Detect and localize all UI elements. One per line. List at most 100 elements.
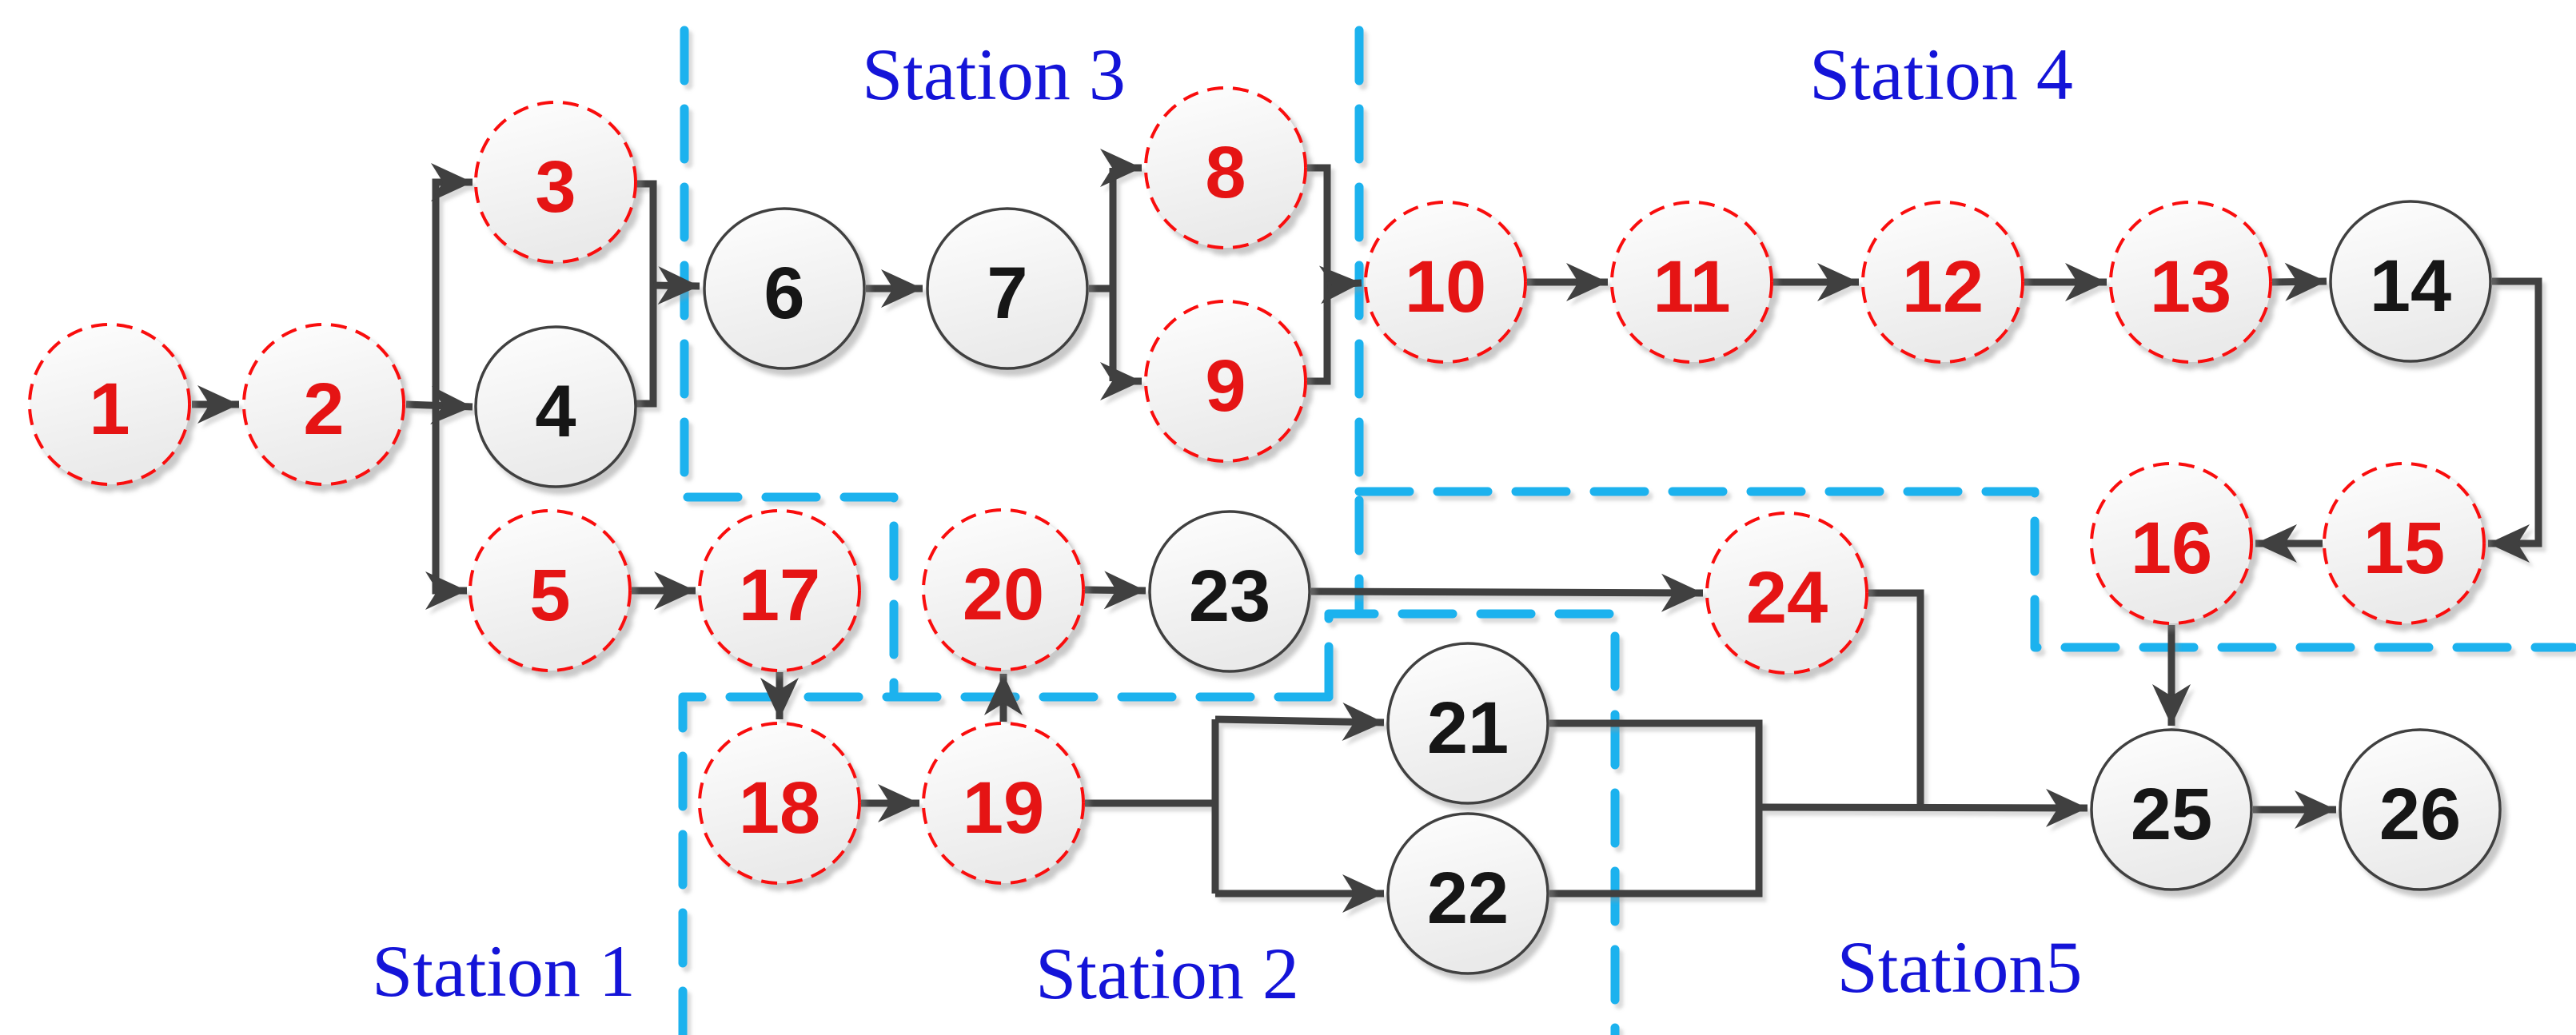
arrowhead-icon [197,385,239,424]
node-circle-2 [242,323,405,486]
arrowhead-icon [1318,265,1362,305]
node-circle-7 [926,207,1089,370]
node-label-15: 15 [2363,508,2445,589]
node-label-19: 19 [963,767,1044,849]
node-4: 4 [474,325,637,488]
node-circle-11 [1610,201,1773,364]
edges [192,149,2542,913]
node-circle-19 [922,722,1085,885]
node-11: 11 [1610,201,1773,364]
arrowhead-icon [1103,571,1146,610]
edge-24-join [1868,589,1924,807]
arrowhead-icon [657,266,700,305]
station-label-3: Station 4 [1809,34,2073,115]
arrowhead-icon [2255,524,2297,563]
node-label-23: 23 [1189,555,1270,637]
node-12: 12 [1861,201,2024,364]
arrowhead-icon [1661,573,1703,612]
node-label-16: 16 [2131,508,2212,589]
node-16: 16 [2090,462,2253,625]
node-1: 1 [28,323,191,486]
arrowhead-icon [2295,790,2336,829]
node-label-18: 18 [739,767,820,849]
node-circle-17 [698,509,861,672]
node-3: 3 [474,101,637,264]
node-label-2: 2 [303,368,344,450]
node-label-21: 21 [1427,687,1509,769]
node-7: 7 [926,207,1089,370]
arrowhead-icon [1100,362,1142,400]
node-circle-10 [1364,201,1527,364]
edge-3-4-bus [632,180,657,408]
arrowhead-icon [1342,703,1384,742]
station-labels: Station 1 Station 2 Station 3 Station 4 Stat… [372,34,2082,1014]
node-label-4: 4 [535,371,576,452]
station-boundary-station1-lower [678,692,1334,1035]
node-label-24: 24 [1746,557,1828,639]
node-circle-18 [698,722,861,885]
node-label-10: 10 [1405,246,1486,328]
station-label-4: Station5 [1837,926,2083,1008]
node-22: 22 [1386,812,1549,975]
node-circle-16 [2090,462,2253,625]
arrowhead-icon [431,163,473,201]
arrowhead-icon [1817,263,1859,301]
arrowhead-icon [1100,149,1142,187]
node-circle-23 [1148,510,1311,673]
node-label-13: 13 [2150,246,2231,328]
station-label-2: Station 3 [862,34,1126,115]
node-17: 17 [698,509,861,672]
node-label-17: 17 [739,555,820,636]
node-circle-24 [1705,512,1868,675]
node-label-5: 5 [529,555,570,636]
arrowhead-icon [2488,524,2530,563]
station-boundary-station1-upper [680,26,899,702]
arrowhead-icon [1342,874,1384,913]
arrowhead-icon [2065,263,2107,301]
arrowhead-icon [760,678,799,719]
node-14: 14 [2329,200,2492,363]
node-circle-14 [2329,200,2492,363]
node-8: 8 [1144,86,1307,249]
node-circle-1 [28,323,191,486]
arrowhead-icon [2045,788,2088,827]
node-5: 5 [469,509,632,672]
edge-21-22-bus [1549,719,1763,898]
node-2: 2 [242,323,405,486]
station-boundaries [678,26,2576,1035]
node-15: 15 [2323,462,2486,625]
edge-2-3 [432,178,473,404]
node-23: 23 [1148,510,1311,673]
node-label-22: 22 [1427,858,1509,939]
arrowhead-icon [881,269,923,308]
node-label-9: 9 [1205,345,1246,427]
node-label-6: 6 [764,253,804,334]
node-circle-5 [469,509,632,672]
node-26: 26 [2339,728,2502,891]
node-25: 25 [2090,728,2253,891]
edge-23-24 [1310,587,1704,597]
station-boundary-station2-right [1324,609,1620,1035]
station-label-0: Station 1 [372,930,636,1012]
node-18: 18 [698,722,861,885]
node-label-12: 12 [1902,246,1984,328]
arrowhead-icon [654,571,696,610]
edge-14-15 [2488,277,2542,547]
station-label-1: Station 2 [1035,933,1299,1014]
station-boundary-station4-bottom [1354,487,2576,652]
node-9: 9 [1144,300,1307,463]
node-circle-20 [922,508,1085,671]
node-circle-26 [2339,728,2502,891]
node-6: 6 [703,207,866,370]
node-19: 19 [922,722,1085,885]
arrowhead-icon [878,784,919,822]
node-circle-13 [2109,201,2272,364]
arrowhead-icon [984,674,1023,715]
node-circle-8 [1144,86,1307,249]
node-circle-6 [703,207,866,370]
arrowhead-icon [2284,262,2327,301]
node-label-8: 8 [1205,132,1246,213]
edge-2-5 [432,404,467,595]
